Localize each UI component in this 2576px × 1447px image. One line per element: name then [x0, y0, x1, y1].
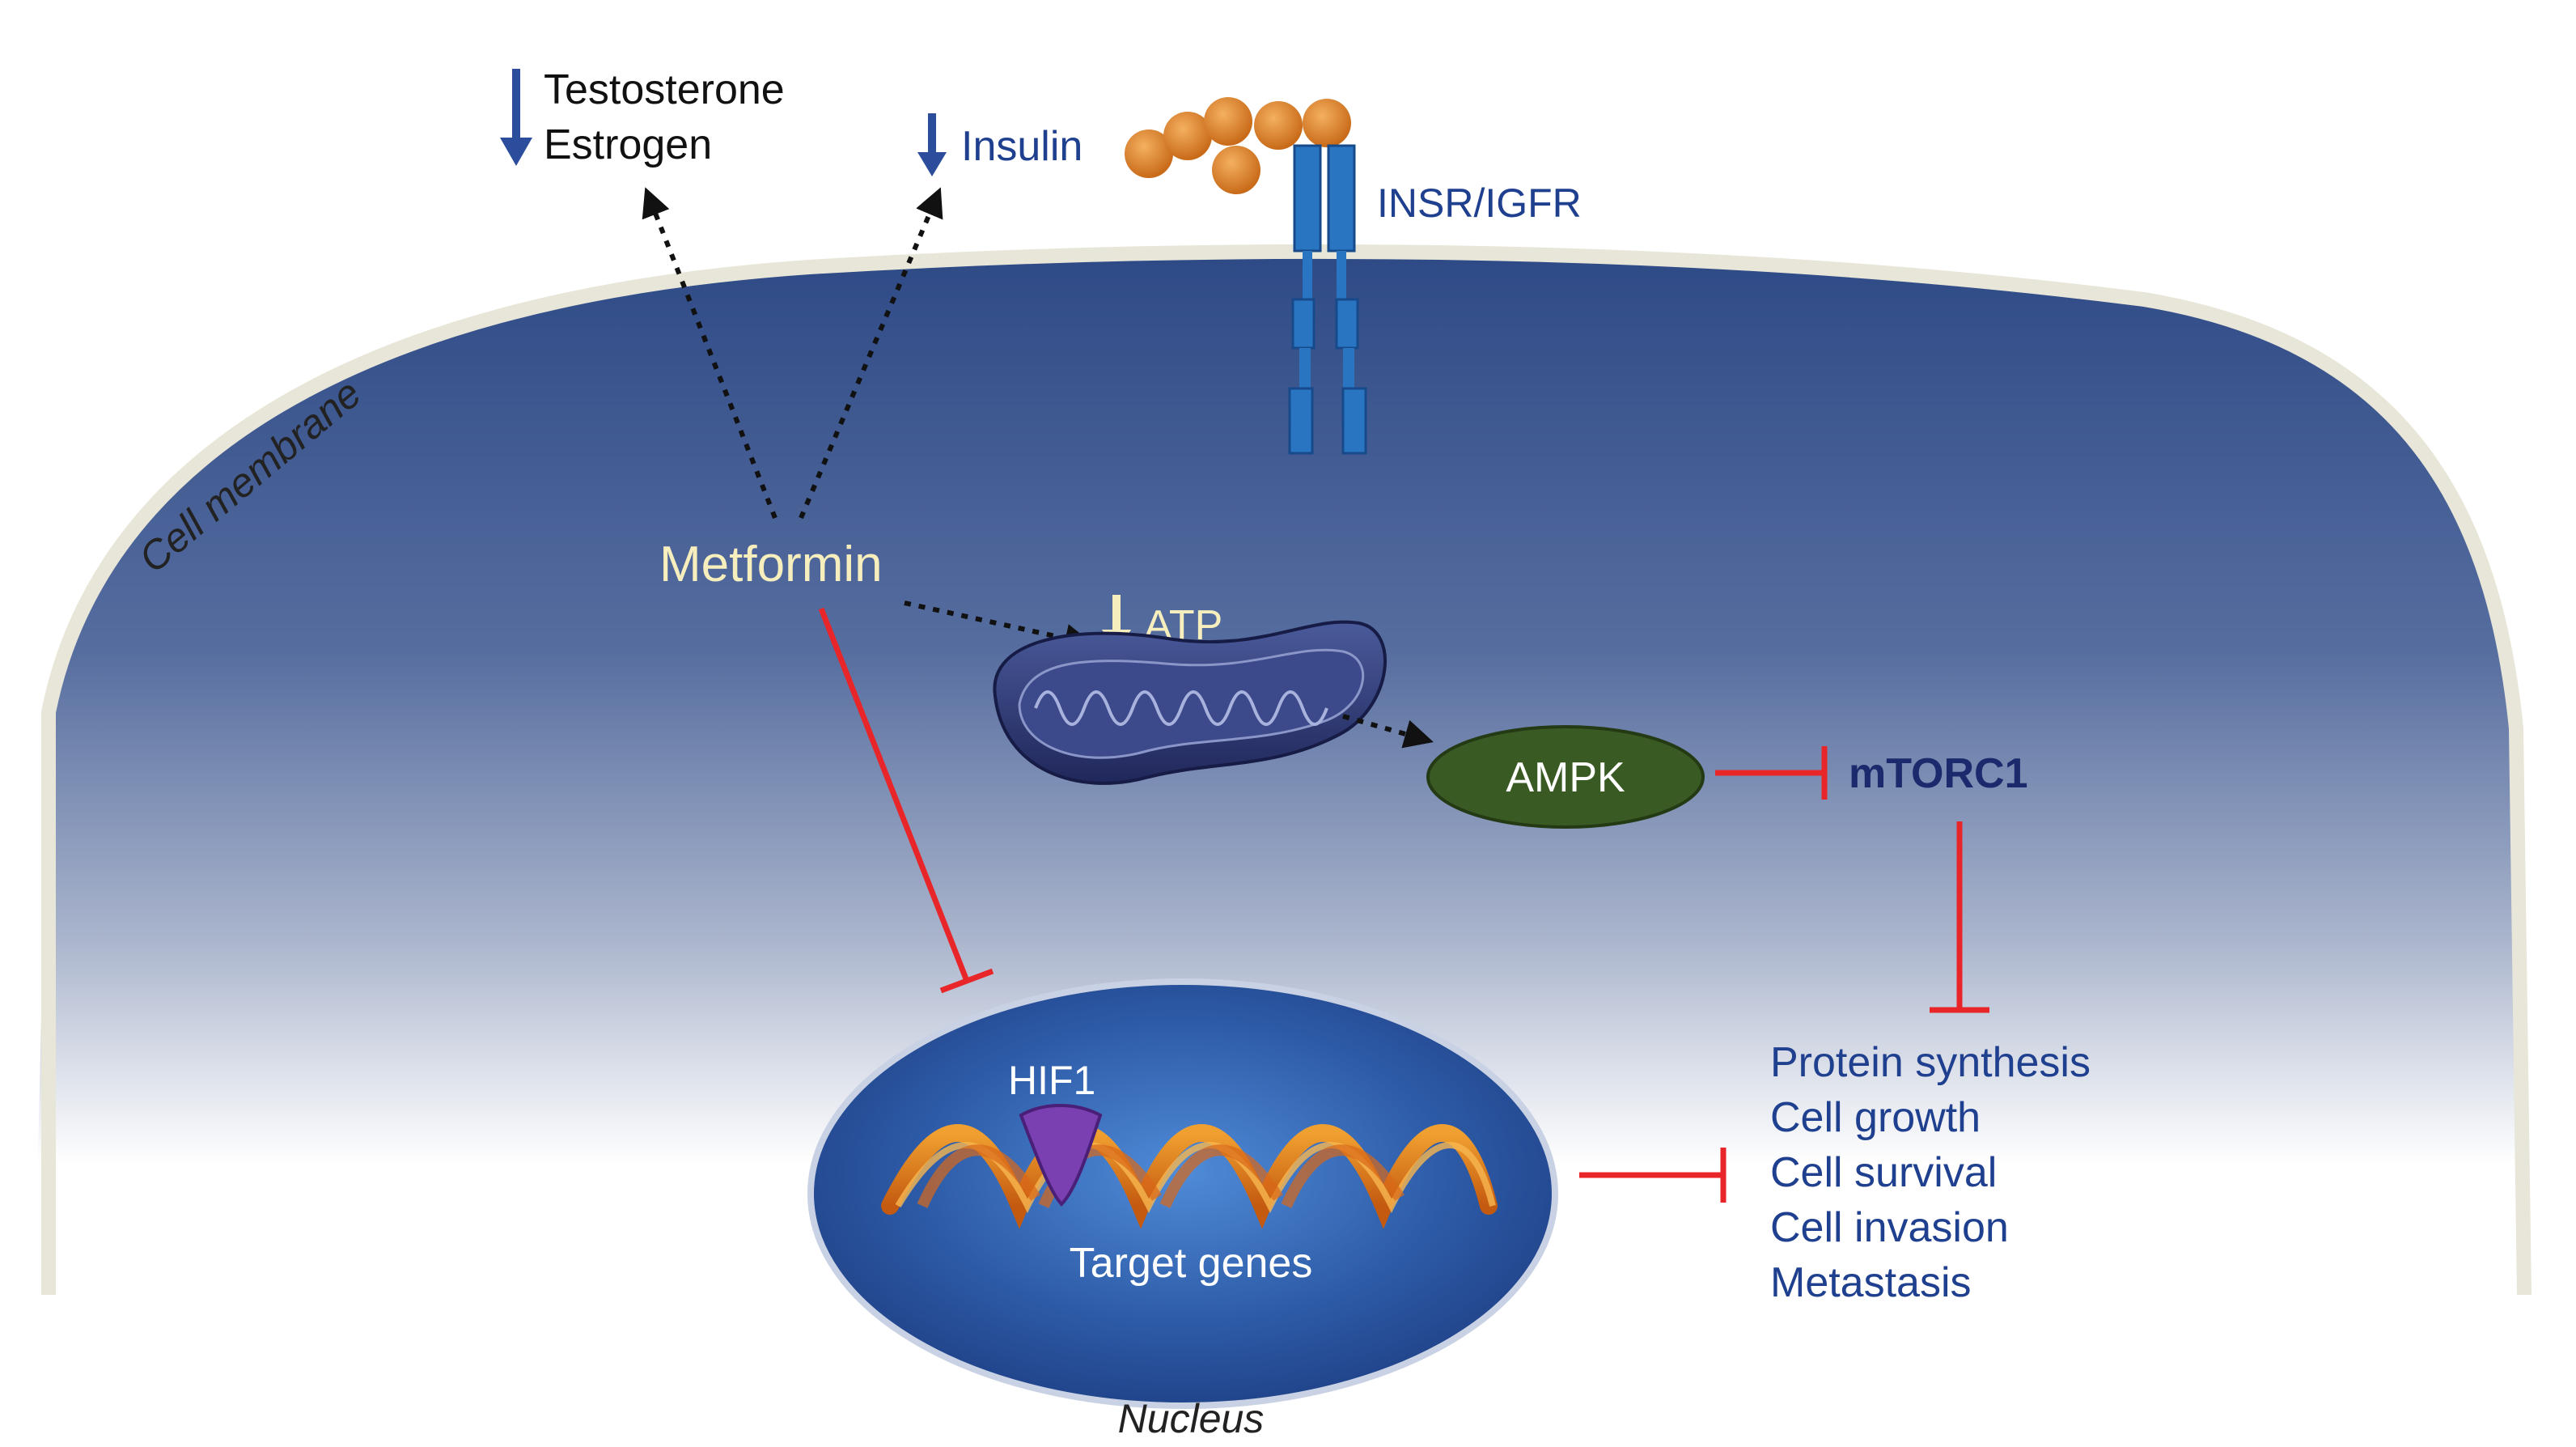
hif1-label: HIF1 [1008, 1058, 1095, 1103]
ampk-node [1426, 725, 1705, 829]
insulin-molecules-icon [1125, 97, 1351, 194]
dna-helix-icon [881, 1124, 1498, 1229]
inhibit-mtorc1-to-outcomes [1930, 821, 1989, 1013]
insulin-receptor-icon [1288, 144, 1367, 455]
target-genes-label: Target genes [1070, 1240, 1313, 1287]
inhibit-ampk-to-mtorc1 [1715, 746, 1828, 800]
mitochondrion-icon [993, 620, 1387, 785]
arrow-metformin-to-insulin [799, 187, 943, 520]
ampk-label: AMPK [1506, 754, 1625, 801]
outcome-item: Cell invasion [1770, 1204, 2009, 1251]
estrogen-label: Estrogen [544, 121, 712, 168]
inhibit-nucleus-to-outcomes [1579, 1148, 1727, 1203]
outcome-item: Cell survival [1770, 1149, 1997, 1196]
mtorc1-label: mTORC1 [1849, 750, 2028, 797]
metformin-label: Metformin [659, 537, 883, 592]
outcome-item: Protein synthesis [1770, 1039, 2091, 1086]
outcome-item: Metastasis [1770, 1259, 1972, 1306]
outcomes-list: Protein synthesis Cell growth Cell survi… [1770, 1039, 2091, 1306]
inhibit-metformin-to-nucleus [818, 607, 994, 994]
down-arrow-icon [500, 69, 532, 166]
hif1-protein-icon [1019, 1104, 1103, 1207]
arrow-mitochondria-to-ampk [1342, 714, 1434, 749]
arrow-metformin-to-mitochondria [904, 600, 1095, 653]
down-arrow-icon [917, 113, 947, 176]
nucleus-label: Nucleus [1118, 1396, 1265, 1441]
insulin-label: Insulin [961, 123, 1083, 170]
receptor-label: INSR/IGFR [1377, 180, 1582, 226]
testosterone-label: Testosterone [544, 66, 785, 113]
nucleus-body [807, 978, 1558, 1409]
cell-body [32, 251, 2532, 1392]
outcome-item: Cell growth [1770, 1094, 1981, 1141]
